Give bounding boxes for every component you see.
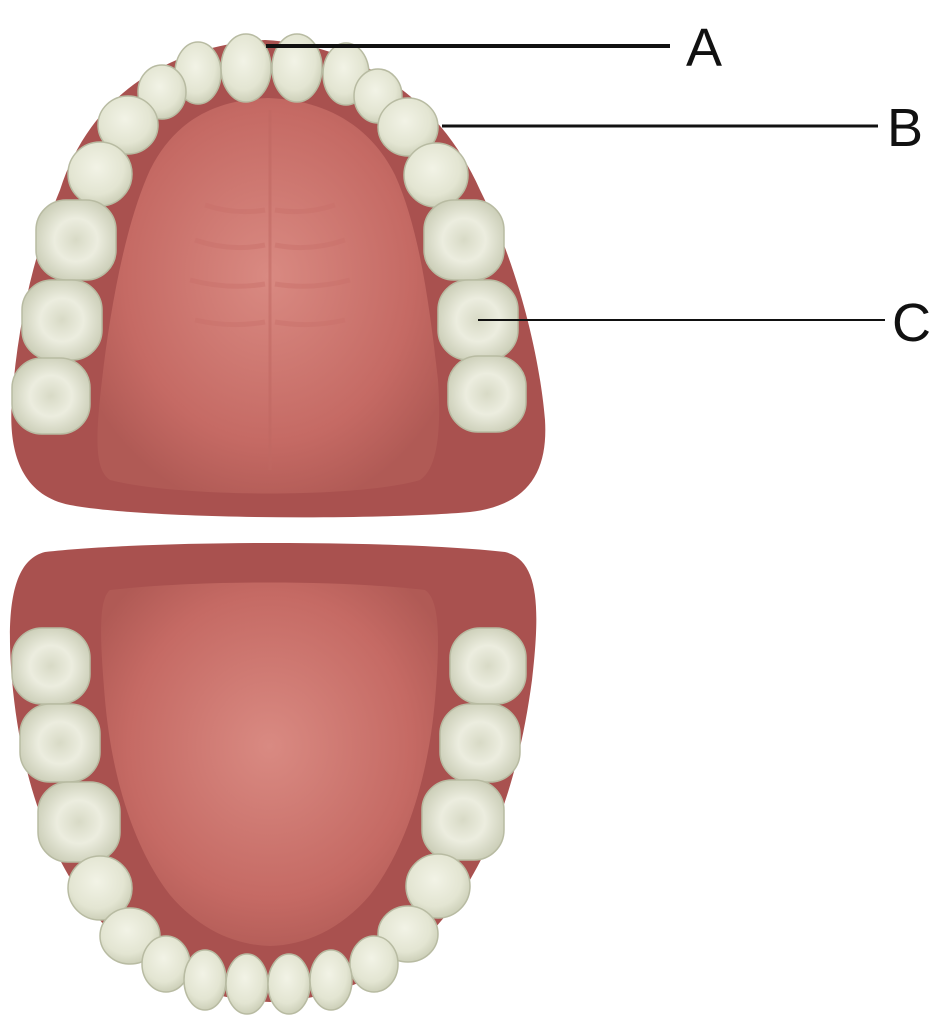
tooth-upper-molar <box>12 358 90 434</box>
tooth-lower-incisor <box>184 950 226 1010</box>
label-c: C <box>892 293 931 353</box>
tooth-upper-molar <box>424 200 504 280</box>
label-b: B <box>887 98 923 158</box>
tooth-lower-incisor <box>226 954 268 1014</box>
tooth-upper-premolar <box>68 142 132 206</box>
tooth-lower-canine <box>142 936 190 992</box>
tooth-upper-molar <box>36 200 116 280</box>
tooth-upper-molar <box>22 280 102 360</box>
tooth-lower-canine <box>350 936 398 992</box>
tooth-lower-molar <box>450 628 526 704</box>
label-a: A <box>686 18 722 78</box>
tooth-upper-molar <box>448 356 526 432</box>
tooth-lower-molar <box>422 780 504 860</box>
tooth-lower-molar <box>12 628 90 704</box>
tooth-lower-molar <box>38 782 120 862</box>
label-texts: A B C <box>686 18 931 353</box>
tooth-lower-incisor <box>268 954 310 1014</box>
tooth-upper-incisor <box>221 34 271 102</box>
upper-jaw <box>11 34 545 517</box>
lower-jaw <box>10 543 536 1014</box>
tooth-lower-incisor <box>310 950 352 1010</box>
tooth-lower-molar <box>440 704 520 782</box>
tooth-upper-premolar <box>404 143 468 207</box>
tooth-lower-molar <box>20 704 100 782</box>
